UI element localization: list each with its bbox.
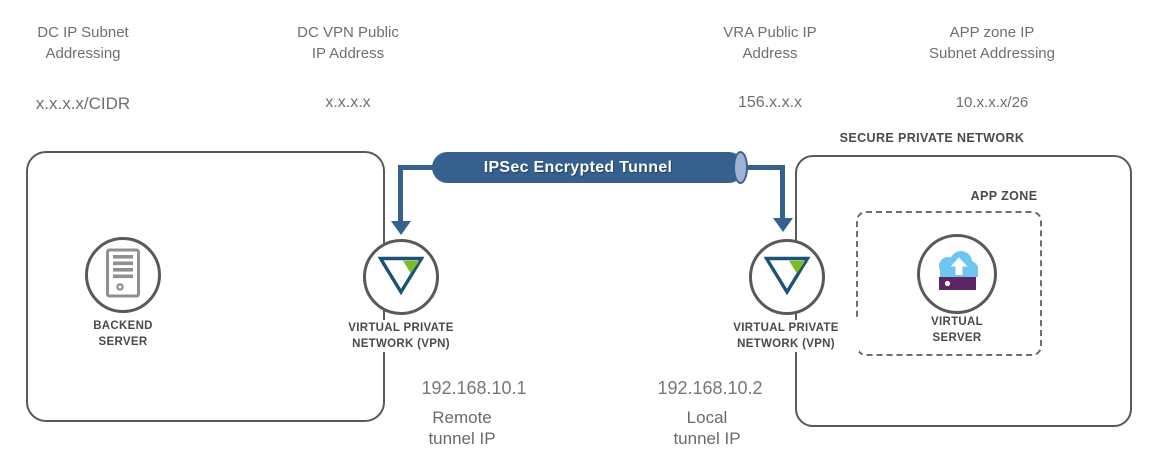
local-tunnel-ip-label: Local tunnel IP bbox=[673, 408, 741, 448]
app-zone-box bbox=[856, 211, 1042, 356]
remote-tunnel-ip-label: Remote tunnel IP bbox=[428, 408, 496, 448]
local-tunnel-ip-value: 192.168.10.2 bbox=[657, 378, 763, 398]
tunnel-connector-left-horizontal bbox=[398, 165, 434, 170]
dc-subnet-title: DC IP Subnet Addressing bbox=[37, 24, 129, 62]
dc-vpn-ip-value: x.x.x.x bbox=[325, 94, 371, 111]
app-zone-ip-annotation: APP zone IP Subnet Addressing 10.x.x.x/2… bbox=[902, 22, 1082, 111]
down-arrow-icon bbox=[773, 218, 793, 232]
secure-network-title: SECURE PRIVATE NETWORK bbox=[839, 131, 1025, 145]
ipsec-tunnel: IPSec Encrypted Tunnel bbox=[432, 152, 744, 183]
remote-tunnel-ip-value: 192.168.10.1 bbox=[421, 378, 527, 398]
vra-ip-value: 156.x.x.x bbox=[737, 94, 803, 111]
dc-vpn-node bbox=[363, 239, 439, 315]
down-arrow-icon bbox=[391, 221, 411, 235]
dc-vpn-label: VIRTUAL PRIVATE NETWORK (VPN) bbox=[328, 320, 474, 352]
dc-vpn-ip-annotation: DC VPN Public IP Address x.x.x.x bbox=[258, 22, 438, 111]
tunnel-connector-right-horizontal bbox=[744, 165, 785, 170]
virtual-server-label: VIRTUAL SERVER bbox=[931, 316, 983, 344]
cloud-upload-server-icon bbox=[932, 249, 982, 299]
vpn-triangle-icon bbox=[763, 255, 811, 300]
app-zone-ip-title: APP zone IP Subnet Addressing bbox=[929, 24, 1055, 62]
app-zone-title: APP ZONE bbox=[970, 189, 1038, 203]
tunnel-connector-right-vertical bbox=[780, 165, 785, 218]
virtual-server-node bbox=[917, 234, 997, 314]
cylinder-cap-icon bbox=[733, 151, 748, 184]
backend-server-label: BACKEND SERVER bbox=[93, 320, 153, 348]
dc-subnet-value: x.x.x.x/CIDR bbox=[35, 94, 131, 113]
vra-ip-annotation: VRA Public IP Address 156.x.x.x bbox=[680, 22, 860, 111]
tunnel-connector-left-vertical bbox=[398, 165, 403, 221]
app-zone-ip-value: 10.x.x.x/26 bbox=[955, 94, 1029, 111]
server-tower-icon bbox=[105, 248, 141, 303]
dc-vpn-ip-title: DC VPN Public IP Address bbox=[297, 24, 399, 62]
vpn-triangle-icon bbox=[377, 255, 425, 300]
cloud-vpn-label: VIRTUAL PRIVATE NETWORK (VPN) bbox=[713, 320, 859, 352]
backend-server-node bbox=[85, 237, 161, 313]
ipsec-tunnel-label: IPSec Encrypted Tunnel bbox=[483, 159, 673, 176]
dc-subnet-annotation: DC IP Subnet Addressing x.x.x.x/CIDR bbox=[0, 22, 166, 113]
dc-network-box bbox=[26, 151, 385, 422]
vra-ip-title: VRA Public IP Address bbox=[723, 24, 817, 62]
cloud-vpn-node bbox=[749, 239, 825, 315]
